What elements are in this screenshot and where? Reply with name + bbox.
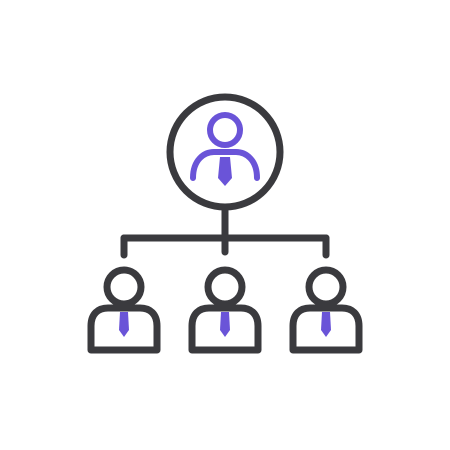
hierarchy-connectors (120, 203, 330, 259)
subordinate-tie (220, 312, 230, 337)
subordinate-head (103, 266, 145, 308)
subordinate-body (289, 304, 363, 354)
manager-shoulders (190, 149, 260, 181)
subordinate-body (87, 304, 161, 354)
subordinate-person-icon-center (188, 266, 262, 354)
subordinate-head (204, 266, 246, 308)
subordinate-head (305, 266, 347, 308)
manager-person-icon (190, 112, 260, 186)
manager-node (166, 93, 284, 211)
subordinate-tie (119, 312, 129, 337)
subordinate-body (188, 304, 262, 354)
manager-head (207, 112, 243, 148)
subordinate-person-icon-left (87, 266, 161, 354)
manager-tie (218, 157, 232, 186)
subordinate-tie (321, 312, 331, 337)
subordinate-person-icon-right (289, 266, 363, 354)
